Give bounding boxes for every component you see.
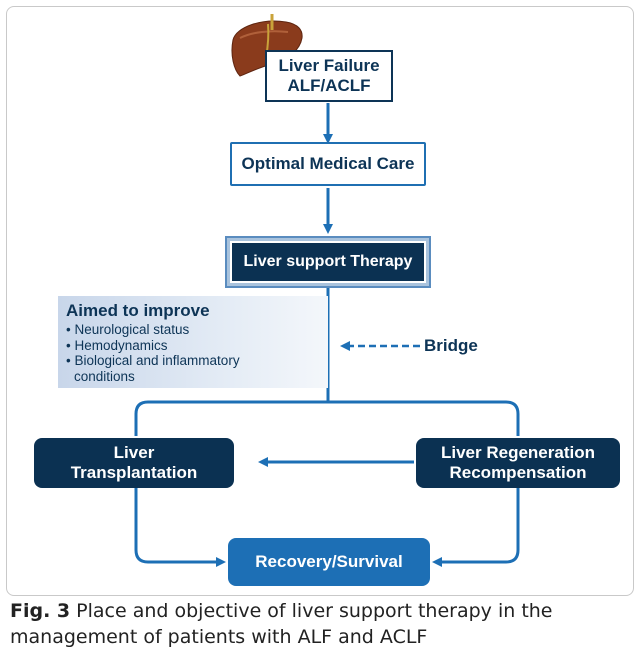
aims-item-text: Hemodynamics bbox=[74, 337, 168, 353]
aims-item: Hemodynamics bbox=[66, 338, 328, 354]
figure-caption-label: Fig. 3 bbox=[10, 600, 71, 622]
aims-title: Aimed to improve bbox=[66, 301, 210, 320]
node-transplantation-line1: Liver bbox=[113, 443, 155, 463]
node-transplantation-line2: Transplantation bbox=[70, 463, 198, 482]
aims-item-text: Biological and inflammatory bbox=[74, 353, 240, 368]
aims-item: Neurological status bbox=[66, 322, 328, 338]
aims-item: Biological and inflammatory conditions bbox=[66, 353, 328, 384]
node-liver-regeneration: Liver Regeneration Recompensation bbox=[416, 438, 620, 488]
figure-caption-text: Place and objective of liver support the… bbox=[10, 600, 553, 648]
node-liver-support-therapy-label: Liver support Therapy bbox=[243, 252, 413, 270]
aims-panel: Aimed to improve Neurological status Hem… bbox=[58, 296, 328, 388]
node-liver-transplantation: Liver Transplantation bbox=[34, 438, 234, 488]
bridge-label: Bridge bbox=[424, 336, 478, 355]
node-recovery-survival-label: Recovery/Survival bbox=[255, 552, 403, 572]
node-optimal-medical-care-label: Optimal Medical Care bbox=[241, 154, 415, 174]
aims-item-continuation: conditions bbox=[74, 368, 135, 384]
node-recovery-survival: Recovery/Survival bbox=[228, 538, 430, 586]
node-regeneration-line1: Liver Regeneration bbox=[441, 443, 595, 463]
node-liver-failure-line2: ALF/ACLF bbox=[287, 76, 371, 95]
node-regeneration-line2: Recompensation bbox=[449, 463, 587, 482]
branch-connector bbox=[134, 400, 520, 436]
node-optimal-medical-care: Optimal Medical Care bbox=[230, 142, 426, 186]
arrow-regeneration-to-recovery bbox=[432, 488, 520, 567]
node-liver-support-therapy: Liver support Therapy bbox=[227, 238, 429, 286]
arrow-transplant-to-recovery bbox=[134, 488, 226, 567]
node-liver-failure-line1: Liver Failure bbox=[278, 56, 380, 76]
aims-list: Neurological status Hemodynamics Biologi… bbox=[66, 322, 328, 384]
node-liver-failure: Liver Failure ALF/ACLF bbox=[265, 50, 393, 102]
aims-item-text: Neurological status bbox=[74, 322, 190, 337]
